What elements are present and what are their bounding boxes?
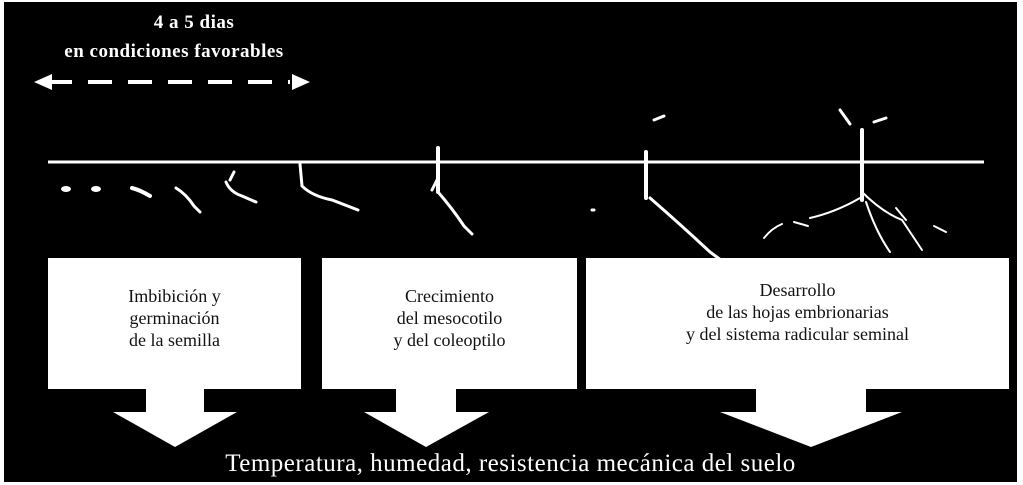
seed-sequence: [61, 170, 258, 214]
stage-text-line: Desarrollo: [759, 279, 836, 300]
stage-text-line: y del sistema radicular seminal: [686, 323, 909, 344]
diagram-artwork: [34, 74, 984, 447]
duration-condition-label: en condiciones favorables: [64, 41, 284, 62]
arrow-stage-3: [720, 387, 902, 447]
stage-text-line: del mesocotilo: [396, 307, 503, 328]
duration-arrow: [34, 74, 310, 90]
arrow-stage-1: [113, 387, 237, 447]
stage-box-growth: Crecimiento del mesocotilo y del coleopt…: [322, 258, 577, 389]
duration-label: 4 a 5 dias: [153, 12, 235, 33]
down-arrows: [113, 387, 902, 447]
diagram-frame: 4 a 5 dias en condiciones favorables Imb…: [4, 2, 1017, 482]
stage-text-line: Crecimiento: [405, 285, 494, 306]
stage-text-line: germinación: [129, 307, 220, 328]
stage-box-imbibition: Imbibición y germinación de la semilla: [48, 258, 301, 389]
stage-text-line: de la semilla: [129, 329, 220, 350]
seedling-stage-2: [298, 146, 474, 236]
stage-text-line: y del coleoptilo: [393, 329, 506, 350]
seedling-stage-3: [590, 108, 947, 276]
arrow-stage-2: [364, 387, 489, 447]
stage-box-development: Desarrollo de las hojas embrionarias y d…: [586, 258, 1009, 389]
factors-caption: Temperatura, humedad, resistencia mecáni…: [225, 450, 796, 477]
stage-text-line: de las hojas embrionarias: [706, 301, 889, 322]
stage-text-line: Imbibición y: [128, 285, 221, 306]
